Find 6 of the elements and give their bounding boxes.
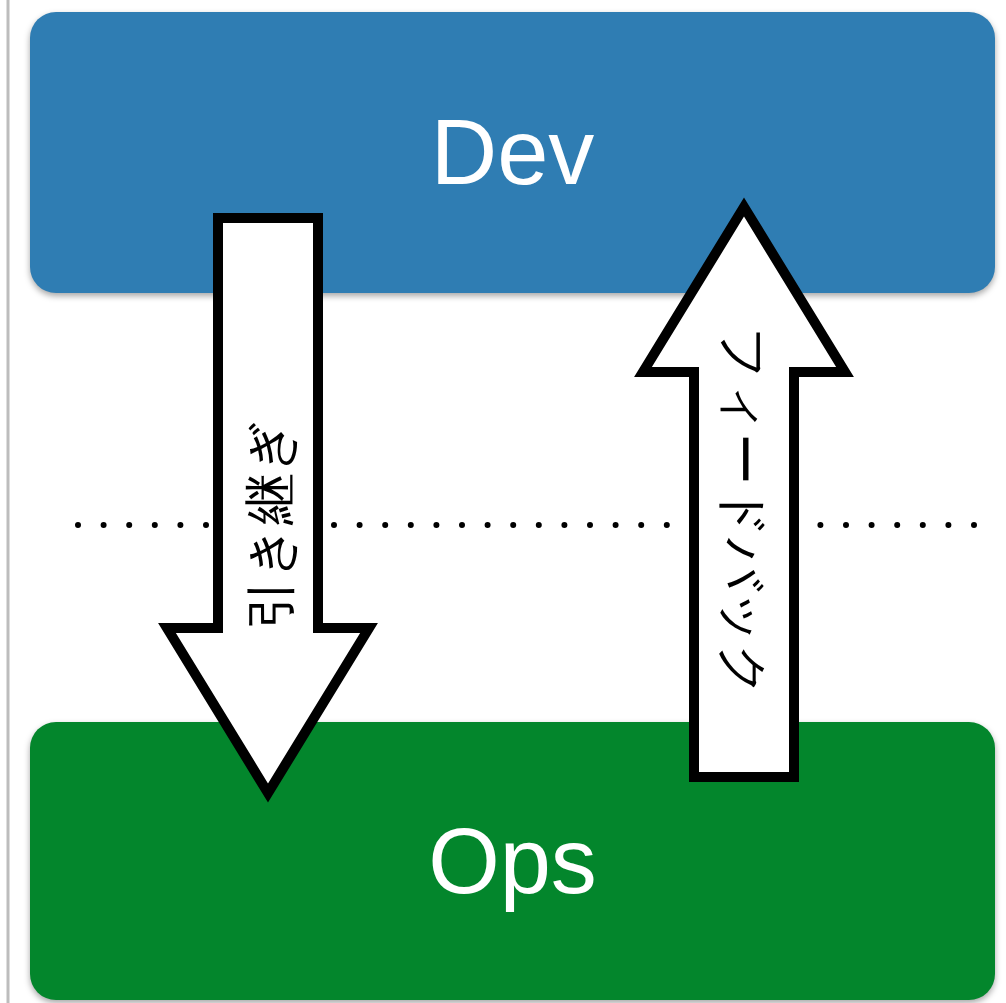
edge-label: 引き継ぎ xyxy=(244,420,296,630)
team-box: Ops xyxy=(30,722,995,1000)
edge-label: フィードバック xyxy=(718,327,770,697)
team-box: Dev xyxy=(30,12,995,293)
block-arrow xyxy=(158,213,378,803)
block-arrow xyxy=(634,197,854,782)
